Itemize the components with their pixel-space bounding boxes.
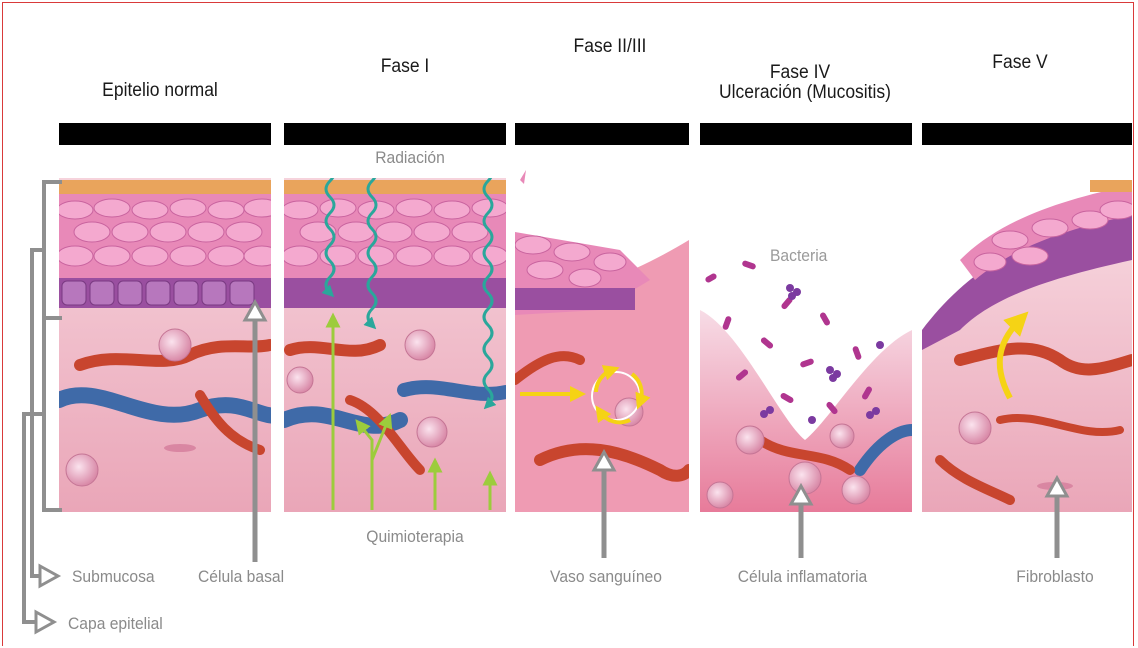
panel-fase-5 [922, 178, 1136, 512]
bracket-lines [24, 182, 62, 622]
label-radiacion: Radiación [364, 148, 456, 168]
label-capa-epitelial: Capa epitelial [68, 614, 163, 634]
bracket-arrowheads [36, 566, 58, 632]
label-submucosa: Submucosa [72, 567, 155, 587]
panel-fase-4 [700, 178, 912, 512]
label-quimioterapia: Quimioterapia [351, 527, 480, 547]
panel-normal [57, 178, 280, 512]
label-celula-basal: Célula basal [198, 567, 284, 587]
label-bacteria: Bacteria [770, 246, 827, 266]
label-fibroblasto: Fibroblasto [995, 567, 1115, 587]
panel-fase-1 [282, 165, 508, 512]
label-celula-inflamatoria: Célula inflamatoria [717, 567, 887, 587]
label-vaso-sanguineo: Vaso sanguíneo [532, 567, 679, 587]
